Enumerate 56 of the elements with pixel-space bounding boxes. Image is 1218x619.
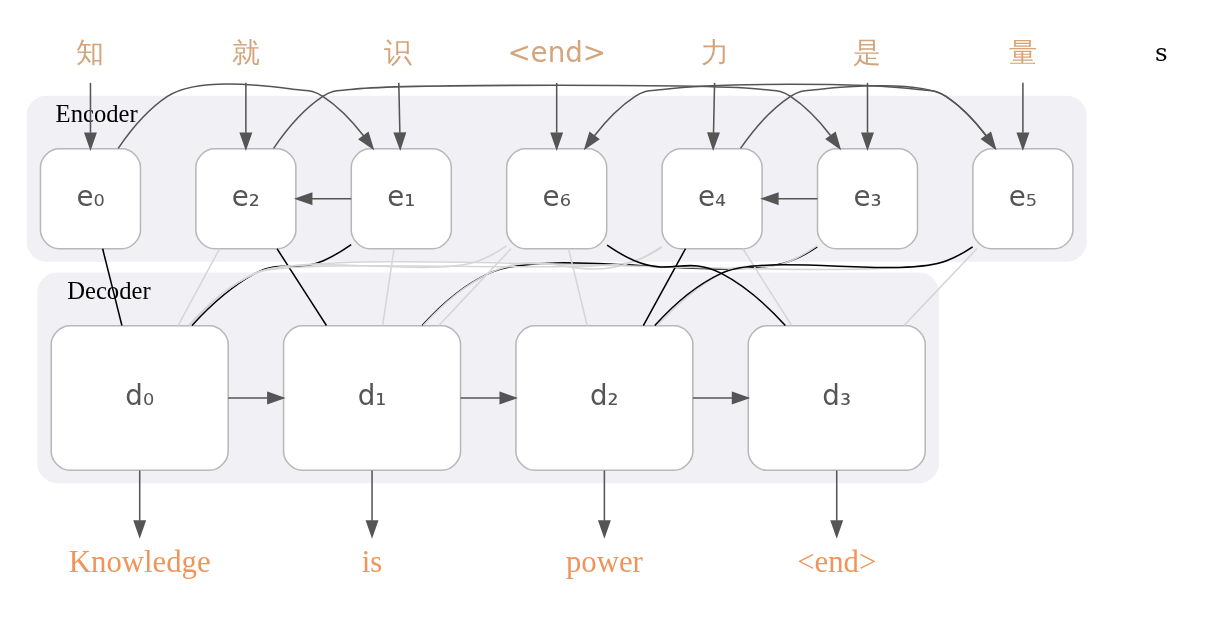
- arrow: [707, 82, 720, 151]
- connector: [188, 245, 508, 327]
- connector: [606, 244, 787, 327]
- connector: [654, 246, 974, 327]
- connector: [188, 246, 663, 326]
- connector: [421, 246, 818, 327]
- node-text: is: [361, 544, 383, 579]
- connector: [438, 248, 512, 327]
- connector: [642, 248, 687, 327]
- node-box: d₀: [50, 324, 229, 472]
- arrow: [117, 83, 375, 151]
- node-text: <end>: [797, 544, 877, 579]
- connector: [422, 245, 663, 327]
- node-box: e₂: [195, 147, 297, 250]
- label: s: [1155, 37, 1168, 67]
- arrow: [239, 82, 253, 151]
- node-box: e₆: [505, 147, 608, 250]
- node-text: <end>: [507, 35, 606, 69]
- node-text: power: [565, 544, 643, 579]
- connector: [656, 244, 818, 327]
- connector: [188, 246, 974, 326]
- arrow: [597, 469, 611, 539]
- connector: [276, 248, 328, 327]
- arrow: [272, 84, 842, 151]
- node-box: e₃: [816, 147, 919, 250]
- arrow: [227, 391, 286, 405]
- arrow: [830, 469, 844, 539]
- arrow: [393, 82, 407, 151]
- node-text: Knowledge: [68, 544, 211, 579]
- node-text: 知: [76, 35, 105, 69]
- node-box: e₁: [350, 147, 453, 250]
- node-box: d₁: [282, 324, 462, 472]
- arrow: [1016, 82, 1030, 151]
- node-box: e₅: [972, 147, 1074, 250]
- node-box: d₂: [515, 324, 694, 472]
- connector: [742, 248, 793, 327]
- connector: [381, 248, 395, 327]
- arrow: [365, 469, 379, 539]
- node-text: 力: [701, 35, 730, 69]
- arrow: [133, 469, 147, 539]
- arrow: [861, 82, 874, 151]
- node-box: e₀: [39, 147, 142, 250]
- connector: [903, 248, 978, 327]
- node-text: 是: [853, 35, 882, 69]
- connector: [567, 248, 588, 327]
- node-box: d₃: [747, 324, 926, 472]
- arrow: [692, 391, 751, 405]
- arrow: [459, 391, 518, 405]
- node-text: 识: [384, 35, 413, 69]
- arrow: [760, 192, 819, 206]
- arrow: [550, 82, 564, 151]
- node-text: 量: [1008, 35, 1037, 69]
- node-text: 就: [231, 35, 260, 69]
- node-box: e₄: [661, 147, 763, 250]
- connector: [177, 248, 221, 327]
- arrow: [293, 192, 352, 206]
